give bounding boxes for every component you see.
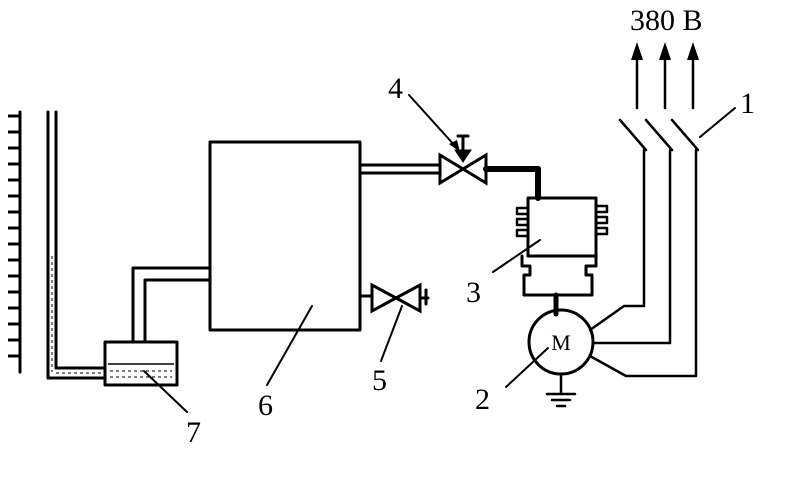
label-2: 2 <box>475 383 490 416</box>
motor-symbol: M <box>551 330 571 355</box>
ground-icon <box>545 372 577 408</box>
compressor-fin <box>594 215 609 225</box>
pot-receiver-pipes <box>131 266 212 344</box>
label-3: 3 <box>466 276 481 309</box>
label-6: 6 <box>258 389 273 422</box>
label-5: 5 <box>372 364 387 397</box>
compressor-fin <box>515 206 530 216</box>
compressor-fin <box>594 204 609 214</box>
compressor <box>515 196 609 317</box>
voltage-label: 380 В <box>630 4 703 37</box>
label-7: 7 <box>186 416 201 449</box>
arrow-up-icon <box>631 42 643 60</box>
compressor-crankcase <box>520 254 598 297</box>
liquid-pot <box>103 340 179 387</box>
liquid-pot-body <box>103 340 179 387</box>
discharge-pipe <box>358 163 541 201</box>
inlet-valve <box>438 134 488 186</box>
manometer-scale-ticks <box>8 114 20 358</box>
compressor-fin <box>515 217 530 227</box>
label-4: 4 <box>388 72 403 105</box>
receiver-tank <box>208 140 362 332</box>
manometer <box>8 110 107 380</box>
compressor-cylinder <box>526 196 598 258</box>
compressor-fin <box>594 226 609 236</box>
leader-lines <box>143 94 736 413</box>
compressor-fin <box>515 228 530 238</box>
label-1: 1 <box>740 87 755 120</box>
electric-motor: M <box>527 308 595 376</box>
arrow-up-icon <box>687 42 699 60</box>
arrow-up-icon <box>659 42 671 60</box>
outlet-valve <box>358 282 430 314</box>
power-switch <box>588 42 700 378</box>
